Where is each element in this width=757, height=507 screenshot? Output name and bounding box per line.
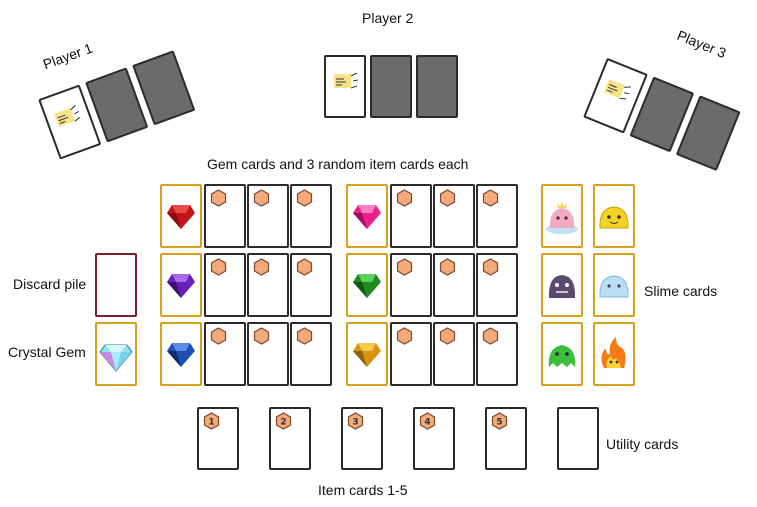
item-card-face-down[interactable] xyxy=(433,253,475,317)
item-cards-label: Item cards 1-5 xyxy=(318,482,408,498)
item-card-face-down[interactable] xyxy=(290,184,332,248)
gem-card-red[interactable] xyxy=(160,184,202,248)
green-slime-icon xyxy=(548,345,576,367)
item-card-face-down[interactable] xyxy=(433,184,475,248)
hexagon-icon xyxy=(482,327,499,345)
item-card-face-down[interactable] xyxy=(204,184,246,248)
item-card-face-down[interactable] xyxy=(247,184,289,248)
yellow-slime-icon xyxy=(599,206,629,229)
item-card-face-down[interactable] xyxy=(247,322,289,386)
hexagon-icon xyxy=(296,258,313,276)
item-card-1[interactable]: 1 xyxy=(197,407,239,470)
hexagon-icon xyxy=(253,258,270,276)
hexagon-number-icon: 3 xyxy=(347,412,364,430)
hexagon-icon xyxy=(253,327,270,345)
hexagon-icon xyxy=(396,189,413,207)
purple-slime-icon xyxy=(548,275,576,298)
scroll-sketch-icon xyxy=(334,72,359,89)
item-card-3[interactable]: 3 xyxy=(341,407,383,470)
slime-card-green[interactable] xyxy=(541,322,583,386)
hexagon-icon xyxy=(439,327,456,345)
item-number-label: 2 xyxy=(280,418,286,428)
purple-gem-icon xyxy=(167,274,195,298)
discard-pile-label: Discard pile xyxy=(13,276,87,292)
hexagon-number-icon: 2 xyxy=(275,412,292,430)
item-card-5[interactable]: 5 xyxy=(485,407,527,470)
player-3-face-up-card[interactable] xyxy=(583,57,648,134)
item-card-face-down[interactable] xyxy=(390,253,432,317)
hexagon-icon xyxy=(296,327,313,345)
red-gem-icon xyxy=(167,205,195,229)
slime-card-fire[interactable] xyxy=(593,322,635,386)
item-card-face-down[interactable] xyxy=(204,253,246,317)
amber-gem-icon xyxy=(353,343,381,367)
hexagon-number-icon: 5 xyxy=(491,412,508,430)
hexagon-number-icon: 4 xyxy=(419,412,436,430)
item-number-label: 5 xyxy=(496,418,502,428)
scroll-sketch-icon xyxy=(604,79,631,100)
item-card-face-down[interactable] xyxy=(433,322,475,386)
crystal-gem-label: Crystal Gem xyxy=(8,344,86,360)
slime-cards-label: Slime cards xyxy=(644,283,718,299)
ice-slime-icon xyxy=(599,275,629,298)
crystal-gem-card[interactable] xyxy=(95,322,137,386)
gem-card-amber[interactable] xyxy=(346,322,388,386)
scroll-sketch-icon xyxy=(54,104,81,128)
pink-cloud-slime-icon xyxy=(546,202,578,234)
utility-card[interactable] xyxy=(557,407,599,470)
hexagon-icon xyxy=(439,189,456,207)
discard-pile[interactable] xyxy=(95,253,137,317)
hexagon-icon xyxy=(396,258,413,276)
item-card-face-down[interactable] xyxy=(476,322,518,386)
gem-card-blue[interactable] xyxy=(160,322,202,386)
player-2-card-back[interactable] xyxy=(416,55,458,118)
hexagon-icon xyxy=(253,189,270,207)
hexagon-icon xyxy=(482,189,499,207)
item-number-label: 4 xyxy=(424,418,430,428)
player-2-label: Player 2 xyxy=(362,10,414,26)
item-card-face-down[interactable] xyxy=(290,322,332,386)
utility-cards-label: Utility cards xyxy=(606,436,679,452)
item-card-face-down[interactable] xyxy=(290,253,332,317)
hexagon-icon xyxy=(210,189,227,207)
slime-card-purple[interactable] xyxy=(541,253,583,317)
hexagon-icon xyxy=(210,258,227,276)
pink-gem-icon xyxy=(353,205,381,229)
gem-card-purple[interactable] xyxy=(160,253,202,317)
item-card-4[interactable]: 4 xyxy=(413,407,455,470)
player-3-label: Player 3 xyxy=(674,26,729,62)
player-2-card-back[interactable] xyxy=(370,55,412,118)
item-number-label: 1 xyxy=(208,418,214,428)
hexagon-icon xyxy=(396,327,413,345)
item-card-2[interactable]: 2 xyxy=(269,407,311,470)
slime-card-yellow[interactable] xyxy=(593,184,635,248)
hexagon-icon xyxy=(439,258,456,276)
fire-slime-icon xyxy=(601,337,626,368)
item-card-face-down[interactable] xyxy=(247,253,289,317)
gem-card-pink[interactable] xyxy=(346,184,388,248)
item-card-face-down[interactable] xyxy=(476,253,518,317)
item-card-face-down[interactable] xyxy=(390,322,432,386)
slime-card-ice[interactable] xyxy=(593,253,635,317)
slime-card-pink[interactable] xyxy=(541,184,583,248)
item-card-face-down[interactable] xyxy=(204,322,246,386)
item-number-label: 3 xyxy=(352,418,358,428)
player-3-hand xyxy=(567,42,757,198)
gem-cards-caption: Gem cards and 3 random item cards each xyxy=(207,156,469,172)
hexagon-number-icon: 1 xyxy=(203,412,220,430)
item-card-face-down[interactable] xyxy=(476,184,518,248)
player-2-face-up-card[interactable] xyxy=(324,55,366,118)
hexagon-icon xyxy=(296,189,313,207)
crystal-gem-icon xyxy=(99,344,133,372)
hexagon-icon xyxy=(482,258,499,276)
blue-gem-icon xyxy=(167,343,195,367)
player-1-face-up-card[interactable] xyxy=(38,84,102,160)
gem-card-green[interactable] xyxy=(346,253,388,317)
player-1-hand xyxy=(28,34,213,183)
item-card-face-down[interactable] xyxy=(390,184,432,248)
hexagon-icon xyxy=(210,327,227,345)
green-gem-icon xyxy=(353,274,381,298)
